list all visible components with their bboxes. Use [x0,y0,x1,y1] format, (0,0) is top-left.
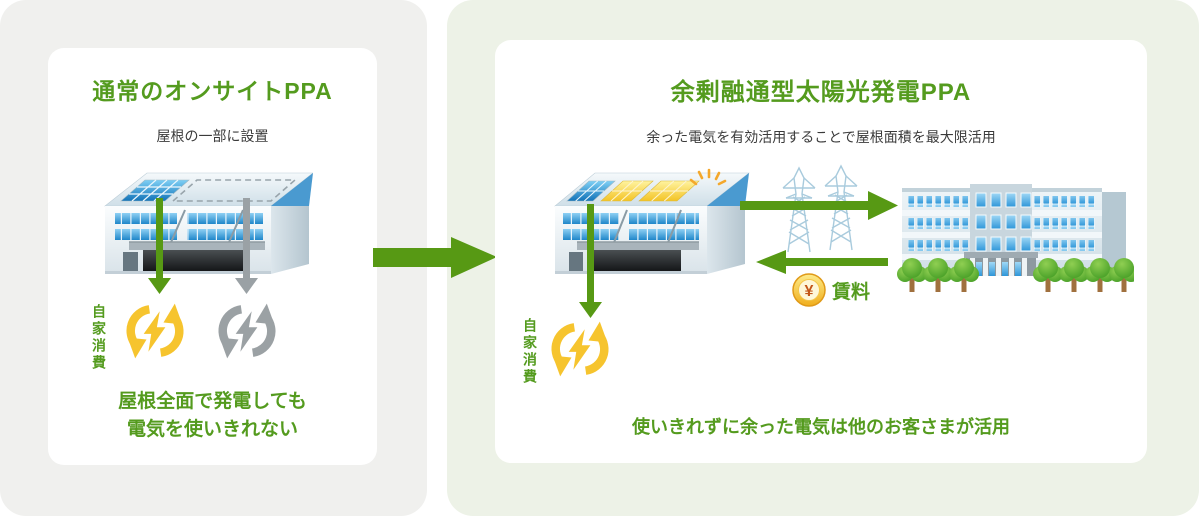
bolt-icon [143,311,166,352]
recycle-bolt-icon-yellow [126,303,184,359]
surplus-power-arrow [740,191,898,220]
panel-transition-arrow [373,237,497,278]
rent-label: 賃料 [832,282,871,303]
office-building-illustration [897,184,1134,292]
bolt-icon [568,329,591,370]
yen-coin-icon: ¥ [792,273,826,307]
left-caption-line1: 屋根全面で発電しても [118,391,307,412]
self-consumption-arrow [148,198,171,294]
solar-panel-yellow [600,180,654,202]
yen-symbol: ¥ [805,283,814,300]
grid-power-arrow-gray [235,198,258,294]
factory-full-solar-illustration [554,168,750,318]
recycle-bolt-icon-yellow [551,321,609,377]
factory-partial-solar-illustration [104,172,313,294]
left-title: 通常のオンサイトPPA [92,78,333,104]
right-subtitle: 余った電気を有効活用することで屋根面積を最大限活用 [646,129,996,145]
solar-panel-yellow-surplus [638,180,700,202]
sun-rays-icon [689,168,727,186]
left-card: 通常のオンサイトPPA 屋根の一部に設置 [48,48,377,465]
self-consumption-arrow [579,204,602,318]
left-caption-line2: 電気を使いきれない [126,418,298,440]
self-consumption-label: 自家消費 [91,304,107,372]
solar-panel-blue [566,180,616,202]
self-consumption-label: 自家消費 [522,318,538,386]
solar-panel-blue [120,179,190,202]
right-caption: 使いきれずに余った電気は他のお客さまが活用 [632,417,1010,437]
right-card: 余剰融通型太陽光発電PPA 余った電気を有効活用することで屋根面積を最大限活用 [495,40,1147,463]
right-title: 余剰融通型太陽光発電PPA [670,79,972,106]
rent-payment-arrow [756,250,888,274]
recycle-bolt-icon-gray [218,303,276,359]
left-subtitle: 屋根の一部に設置 [156,128,269,144]
unused-roof-outline-icon [170,179,298,202]
left-caption: 屋根全面で発電しても 電気を使いきれない [48,388,377,443]
bolt-icon [235,311,258,352]
